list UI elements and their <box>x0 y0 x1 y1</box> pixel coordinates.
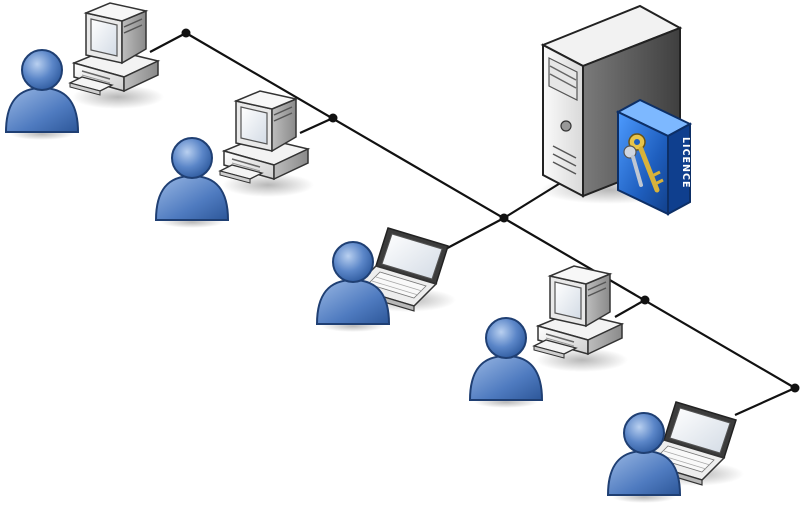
desktop-computer-icon <box>219 90 315 198</box>
link-ws1 <box>149 32 187 53</box>
junction-dot <box>181 28 191 38</box>
workstation-laptop-2 <box>607 401 745 504</box>
workstation-3 <box>469 265 629 409</box>
network-lines <box>149 32 796 417</box>
junction-dot <box>640 295 650 305</box>
licence-label: LICENCE <box>680 137 691 188</box>
workstation-1 <box>5 2 165 141</box>
junction-dot <box>790 383 800 393</box>
junction-dot <box>328 113 338 123</box>
junction-dot <box>499 213 509 223</box>
backbone-line <box>185 32 796 389</box>
keys-icon <box>623 133 664 193</box>
network-nodes <box>181 28 800 393</box>
user-icon <box>5 49 79 141</box>
desktop-computer-icon <box>69 2 165 110</box>
workstation-laptop-1 <box>316 227 457 333</box>
user-icon <box>469 317 543 409</box>
user-icon <box>155 137 229 229</box>
workstation-2 <box>155 90 315 229</box>
link-ws2 <box>299 116 334 135</box>
licence-key-box-icon: LICENCE <box>615 98 693 216</box>
link-laptop1 <box>437 217 505 254</box>
link-laptop2 <box>734 386 796 417</box>
link-ws3 <box>614 299 646 318</box>
